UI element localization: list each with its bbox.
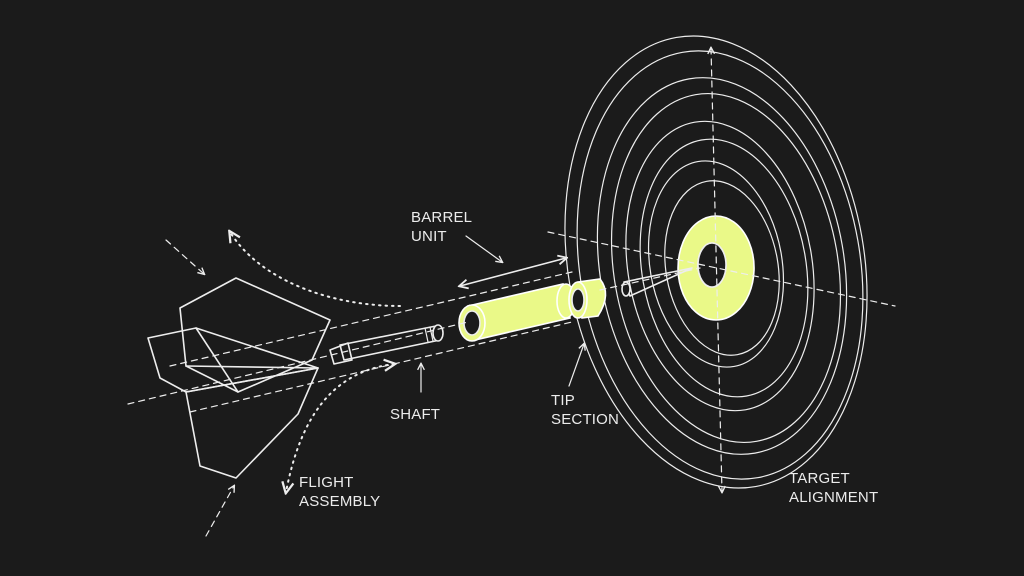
- shaft-label-line-1: SHAFT: [390, 406, 441, 423]
- target-rings: [564, 35, 868, 489]
- target-board: [547, 35, 896, 512]
- motion-arrow-bottom-left: [205, 486, 234, 537]
- horizontal-alignment-axis: [547, 231, 896, 307]
- target-label-line-1: TARGET: [789, 470, 850, 487]
- flight-label-line-2: ASSEMBLY: [299, 493, 381, 510]
- barrel-leader-arrow: [465, 235, 502, 262]
- motion-arrow-top-left: [165, 239, 204, 274]
- shaft-label: SHAFT: [390, 405, 440, 424]
- tip-section-label: TIP SECTION: [551, 391, 619, 429]
- target-alignment-label: TARGET ALIGNMENT: [789, 469, 878, 507]
- flight-assembly-label: FLIGHT ASSEMBLY: [299, 473, 380, 511]
- barrel-direction-arrow: [460, 258, 566, 286]
- tip-part: [568, 267, 693, 319]
- barrel-label-line-1: BARREL: [411, 209, 473, 226]
- tip-leader-arrow: [568, 344, 584, 387]
- motion-arrow-upper-curve: [230, 232, 401, 307]
- barrel-part: [458, 283, 576, 342]
- barrel-label-line-2: UNIT: [411, 228, 447, 245]
- tip-label-line-1: TIP: [551, 392, 575, 409]
- motion-arrow-lower-curve: [286, 364, 394, 492]
- vertical-alignment-axis: [711, 48, 722, 492]
- target-label-line-2: ALIGNMENT: [789, 489, 879, 506]
- tip-label-line-2: SECTION: [551, 411, 620, 428]
- flight-label-line-1: FLIGHT: [299, 474, 354, 491]
- barrel-unit-label: BARREL UNIT: [411, 208, 472, 246]
- shaft-part: [329, 324, 444, 365]
- flight-fins: [147, 277, 331, 479]
